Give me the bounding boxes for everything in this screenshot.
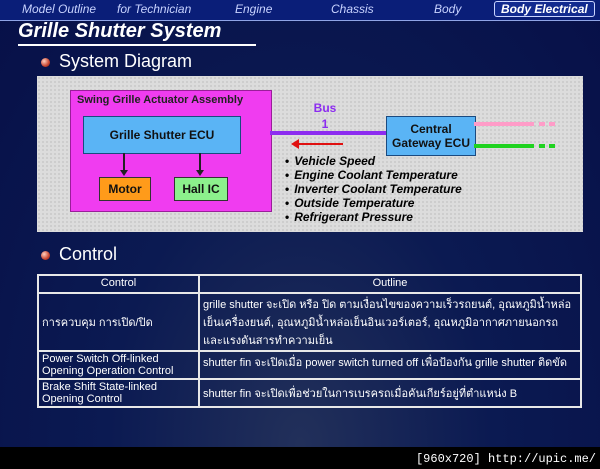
green-dash [539,144,545,148]
signal-item: Refrigerant Pressure [285,210,462,224]
footer-text: [960x720] http://upic.me/ [415,452,596,466]
signal-item: Inverter Coolant Temperature [285,182,462,196]
control-table: Control Outline การควบคุม การเปิด/ปิด gr… [37,274,582,408]
green-bus-line [474,144,534,148]
pink-dash [539,122,545,126]
table-cell-outline: shutter fin จะเปิดเมื่อ power switch tur… [198,350,582,380]
nav-model-outline[interactable]: Model Outline [22,2,97,16]
bus-line [270,131,386,135]
table-row: การควบคุม การเปิด/ปิด grille shutter จะเ… [37,292,582,352]
pink-bus-line [474,122,534,126]
bus-label: Bus 1 [305,100,345,132]
table-cell-control: การควบคุม การเปิด/ปิด [37,292,200,352]
table-header-control: Control [37,274,200,294]
gateway-label-line2: Gateway ECU [391,136,471,150]
nav-body[interactable]: Body [434,2,462,16]
nav-for-technician[interactable]: for Technician [117,2,192,16]
table-cell-control: Brake Shift State-linked Opening Control [37,378,200,408]
ecu-to-motor-line [123,153,125,171]
hall-ic-box: Hall IC [174,177,228,201]
nav-engine[interactable]: Engine [235,2,273,16]
actuator-assembly-label: Swing Grille Actuator Assembly [77,94,244,106]
table-header-outline: Outline [198,274,582,294]
top-navigation: Model Outline for Technician Engine Chas… [0,0,600,21]
table-cell-control: Power Switch Off-linked Opening Operatio… [37,350,200,380]
table-cell-outline: grille shutter จะเปิด หรือ ปิด ตามเงื่อน… [198,292,582,352]
section-heading-system-diagram: System Diagram [59,51,193,71]
signal-list: Vehicle Speed Engine Coolant Temperature… [285,154,462,224]
title-underline [18,44,256,46]
grille-shutter-ecu-box: Grille Shutter ECU [83,116,241,154]
ecu-to-hallic-line [199,153,201,171]
central-gateway-ecu-box: Central Gateway ECU [386,116,476,156]
system-diagram: Swing Grille Actuator Assembly Grille Sh… [37,76,583,232]
signal-item: Engine Coolant Temperature [285,168,462,182]
nav-chassis[interactable]: Chassis [331,2,374,16]
green-dash [549,144,555,148]
actuator-assembly-box: Swing Grille Actuator Assembly Grille Sh… [70,90,272,212]
section-heading-control: Control [59,244,118,264]
motor-label: Motor [108,182,142,196]
page-title: Grille Shutter System [18,20,222,42]
bus-label-text: Bus [313,101,337,115]
gateway-label-line1: Central [410,122,452,136]
table-header-row: Control Outline [37,274,582,294]
nav-body-electrical[interactable]: Body Electrical [494,1,595,17]
motor-box: Motor [99,177,151,201]
grille-shutter-ecu-label: Grille Shutter ECU [109,128,215,142]
table-cell-outline: shutter fin จะเปิดเพื่อช่วยในการเบรครถเม… [198,378,582,408]
signal-item: Vehicle Speed [285,154,462,168]
arrow-down-icon [120,170,128,176]
signal-arrow-line [297,143,343,145]
table-row: Brake Shift State-linked Opening Control… [37,378,582,408]
hall-ic-label: Hall IC [182,182,220,196]
table-row: Power Switch Off-linked Opening Operatio… [37,350,582,380]
bus-number: 1 [321,117,329,131]
bullet-icon [41,251,50,260]
signal-item: Outside Temperature [285,196,462,210]
bullet-icon [41,58,50,67]
arrow-left-icon [291,139,299,149]
pink-dash [549,122,555,126]
arrow-down-icon [196,170,204,176]
footer-bar: [960x720] http://upic.me/ [0,447,600,469]
